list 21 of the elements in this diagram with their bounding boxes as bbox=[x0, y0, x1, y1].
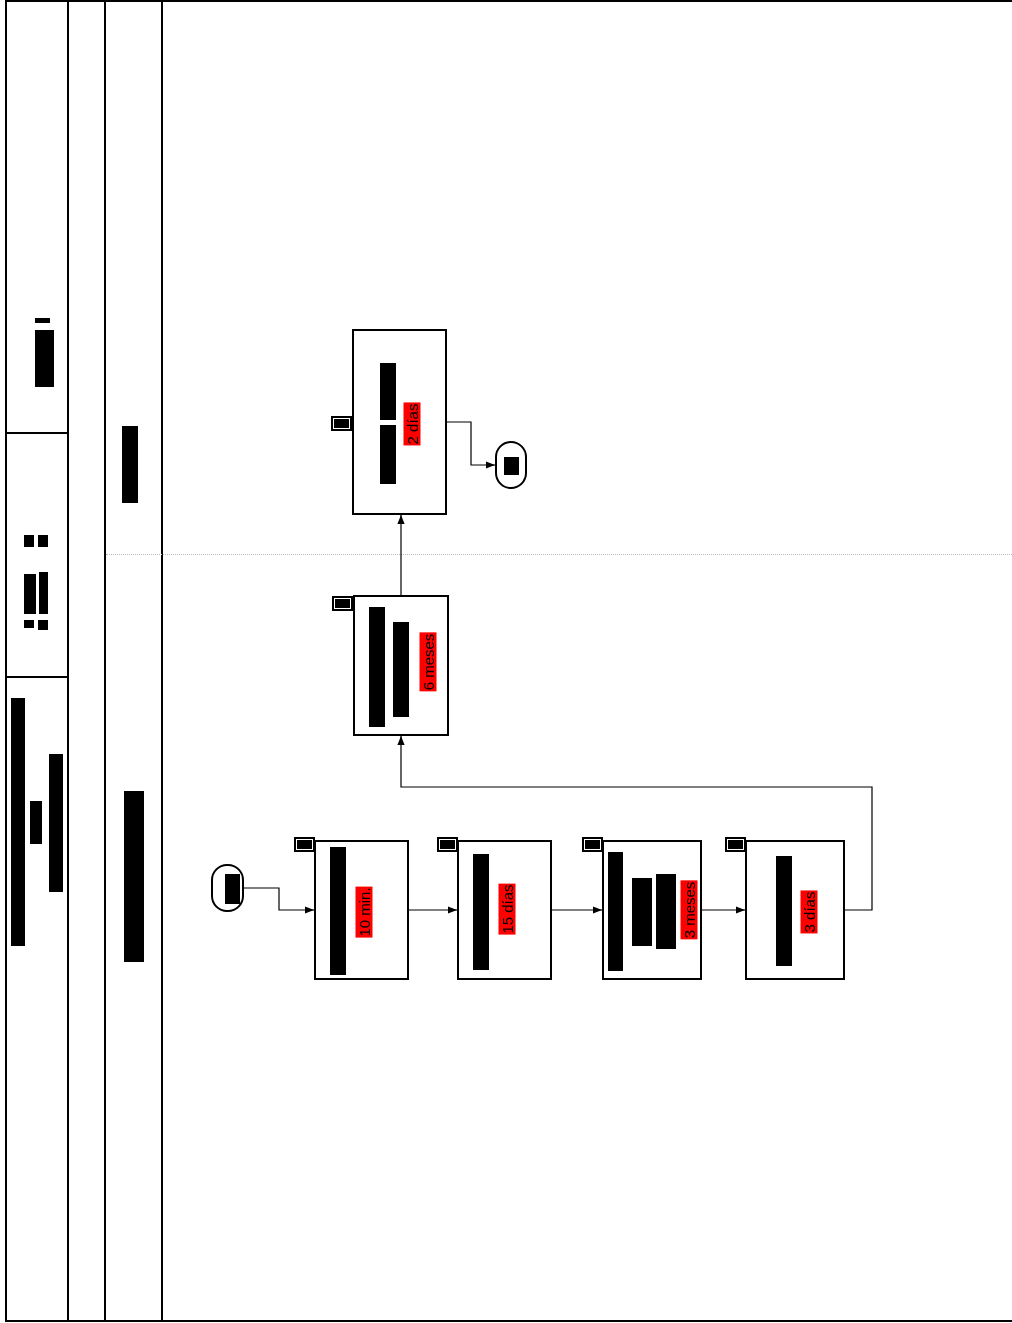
arrow bbox=[397, 735, 873, 911]
duration-label: 10 min. bbox=[355, 886, 373, 938]
arrow bbox=[397, 514, 405, 596]
arrow bbox=[243, 887, 315, 914]
duration-label: 15 días bbox=[498, 883, 516, 935]
task-box bbox=[314, 840, 409, 980]
terminal-shape bbox=[495, 441, 527, 489]
task-box bbox=[745, 840, 845, 980]
duration-label: 3 días bbox=[800, 890, 818, 934]
duration-label: 2 días bbox=[403, 402, 421, 446]
arrow bbox=[446, 421, 496, 469]
task-box bbox=[352, 329, 447, 515]
arrow bbox=[551, 906, 603, 914]
task-box bbox=[353, 595, 449, 736]
task-box bbox=[602, 840, 702, 980]
duration-label: 3 meses bbox=[680, 880, 698, 940]
duration-label: 6 meses bbox=[419, 632, 437, 692]
arrow bbox=[408, 906, 458, 914]
arrow bbox=[701, 906, 746, 914]
terminal-shape bbox=[211, 864, 244, 912]
task-box bbox=[457, 840, 552, 980]
